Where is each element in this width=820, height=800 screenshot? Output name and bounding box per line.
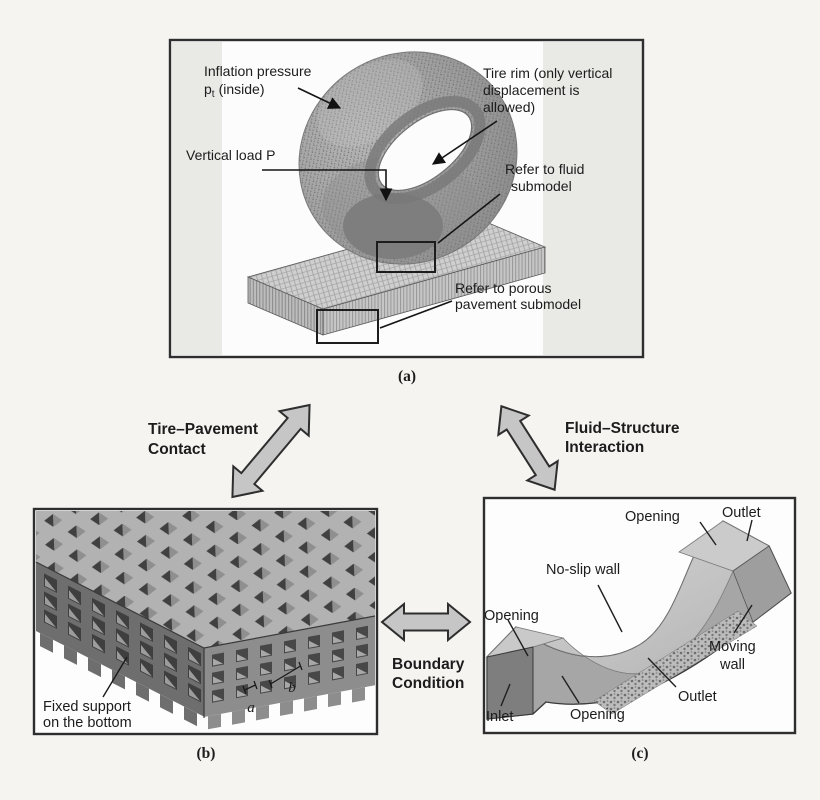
inflation-pressure-label-line2: pt(inside) [204,81,264,100]
fixed-support-label: Fixed support [43,699,131,715]
porous-mesh-strip [593,610,758,715]
vertical-load-label: Vertical load P [186,147,276,163]
caption-b: (b) [197,745,216,762]
dim-a-label: a [247,700,255,716]
panel-a-right-band [543,42,642,355]
opening-top-label: Opening [625,509,680,525]
fsi-label: Fluid–Structure [565,420,680,437]
tire-pavement-label-line2: Contact [148,441,206,458]
panel-c: Opening Outlet No-slip wall Opening Movi… [482,496,797,762]
panel-a-annotation-lines [262,87,501,329]
fluid-leader-line [437,193,501,244]
fsi-arrow [497,404,559,492]
outlet-top-label: Outlet [722,505,761,521]
inlet-label: Inlet [486,709,513,725]
panel-b-border [32,507,379,736]
outlet-bottom-label: Outlet [678,689,717,705]
vertical-load-arrow [262,169,393,202]
tire-pavement-arrow [231,403,311,499]
panel-a: Inflation pressure pt(inside) Tire rim (… [168,38,645,385]
fixed-support-leader [102,656,128,698]
moving-wall-label: Moving [709,639,756,655]
boundary-condition-label-line2: Condition [392,675,464,692]
fsi-label-line2: Interaction [565,439,644,456]
porous-submodel-label: Refer to porous [455,280,552,296]
panel-c-leader-lines [500,519,753,707]
tire-rim-label-line3: allowed) [483,99,535,115]
opening-left-label: Opening [484,608,539,624]
caption-a: (a) [398,368,416,385]
caption-c: (c) [631,745,648,762]
panel-b: a b Fixed support on the bottom (b) [32,507,379,762]
fixed-support-label-line2: on the bottom [43,715,132,731]
porous-submodel-label-line2: pavement submodel [455,296,581,312]
no-slip-wall-label: No-slip wall [546,562,620,578]
fluid-domain [485,520,792,720]
panel-c-border [482,496,797,735]
inflation-pressure-arrow [297,87,342,109]
fluid-submodel-label-line2: submodel [511,178,572,194]
opening-bottom-label: Opening [570,707,625,723]
porous-block [35,511,376,730]
tire-mesh-model [298,51,518,265]
panel-a-border [168,38,645,359]
porous-leader-line [379,300,453,329]
porous-submodel-box [316,309,379,344]
tire-rim-label-line2: displacement is [483,82,580,98]
fluid-submodel-box [376,241,436,273]
moving-wall-label-line2: wall [719,657,745,673]
boundary-condition-arrow [380,601,472,643]
connector-arrows: Tire–Pavement Contact Fluid–Structure In… [148,403,680,692]
boundary-condition-label: Boundary [392,656,465,673]
dimension-marks [242,661,303,695]
panel-a-left-band [172,42,222,355]
dim-b-label: b [288,680,296,696]
tire-pavement-label: Tire–Pavement [148,421,258,438]
fluid-submodel-label: Refer to fluid [505,161,584,177]
inflation-pressure-label: Inflation pressure [204,63,312,79]
tire-rim-arrow [431,120,498,165]
tire-rim-label: Tire rim (only vertical [483,65,612,81]
